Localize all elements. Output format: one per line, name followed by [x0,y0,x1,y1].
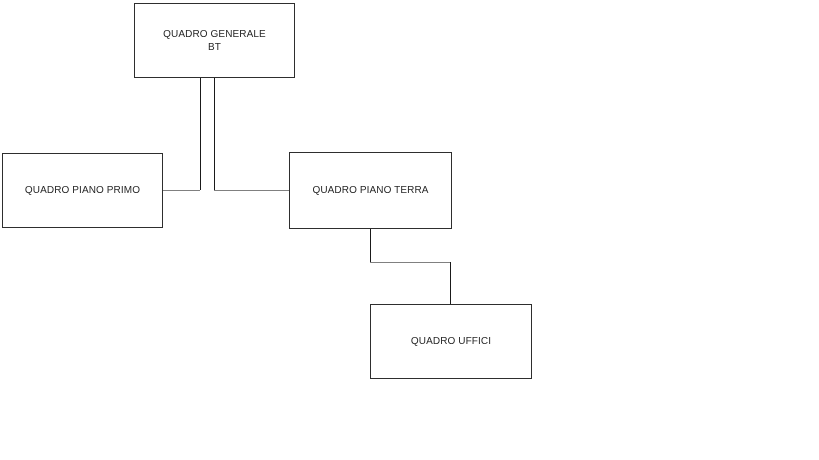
node-quadro-piano-terra: QUADRO PIANO TERRA [289,152,452,229]
node-label: QUADRO PIANO PRIMO [24,185,141,196]
connector-generale-to-piano-primo-horizontal [163,190,200,191]
node-quadro-piano-primo: QUADRO PIANO PRIMO [2,153,163,228]
connector-piano-terra-to-uffici-vertical-bottom [450,262,451,304]
node-label-line2: BT [208,41,221,53]
connector-generale-to-piano-primo-vertical [200,78,201,190]
node-quadro-uffici: QUADRO UFFICI [370,304,532,379]
node-quadro-generale-bt: QUADRO GENERALE BT [134,3,295,78]
connector-generale-to-piano-terra-horizontal [214,190,289,191]
connector-piano-terra-to-uffici-horizontal [370,262,451,263]
connector-piano-terra-to-uffici-vertical-top [370,229,371,263]
node-label: QUADRO PIANO TERRA [312,185,429,196]
connector-generale-to-piano-terra-vertical [214,78,215,190]
node-label: QUADRO UFFICI [410,336,492,347]
node-label-line1: QUADRO GENERALE [163,28,266,40]
